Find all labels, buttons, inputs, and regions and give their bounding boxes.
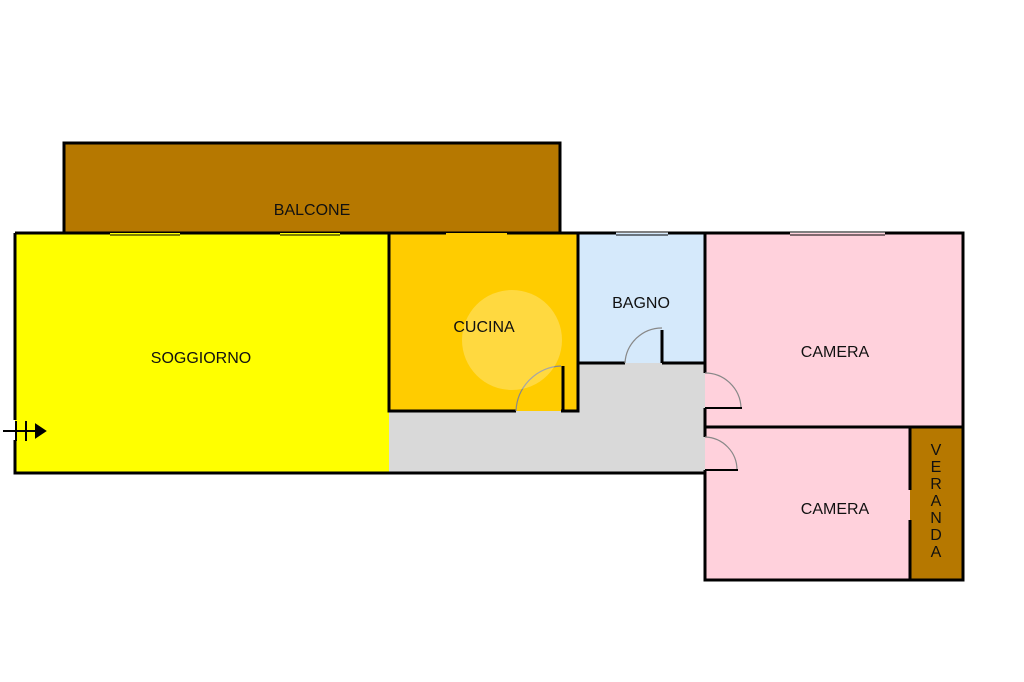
room-soggiorno bbox=[15, 233, 389, 473]
room-balcone bbox=[62, 141, 562, 235]
svg-text:E: E bbox=[931, 459, 942, 476]
svg-text:D: D bbox=[930, 527, 942, 544]
entrance-arrow-icon bbox=[3, 421, 47, 441]
walls bbox=[13, 231, 965, 582]
svg-text:R: R bbox=[930, 476, 942, 493]
door-swings bbox=[515, 327, 742, 471]
svg-text:A: A bbox=[931, 544, 942, 561]
label-balcone: BALCONE bbox=[274, 202, 350, 219]
label-camera-1: CAMERA bbox=[801, 344, 870, 361]
svg-text:V: V bbox=[931, 442, 942, 459]
label-soggiorno: SOGGIORNO bbox=[151, 350, 251, 367]
room-camera-1 bbox=[705, 233, 963, 427]
room-cucina bbox=[389, 233, 578, 411]
watermark-logo bbox=[462, 290, 562, 390]
label-camera-2: CAMERA bbox=[801, 501, 870, 518]
svg-text:A: A bbox=[931, 493, 942, 510]
windows bbox=[110, 231, 885, 236]
room-veranda bbox=[910, 427, 963, 580]
svg-text:N: N bbox=[930, 510, 942, 527]
label-bagno: BAGNO bbox=[612, 295, 670, 312]
room-bagno bbox=[579, 233, 705, 363]
label-cucina: CUCINA bbox=[453, 319, 515, 336]
room-camera-2 bbox=[705, 427, 910, 580]
label-veranda: V E R A N D A bbox=[930, 442, 942, 561]
